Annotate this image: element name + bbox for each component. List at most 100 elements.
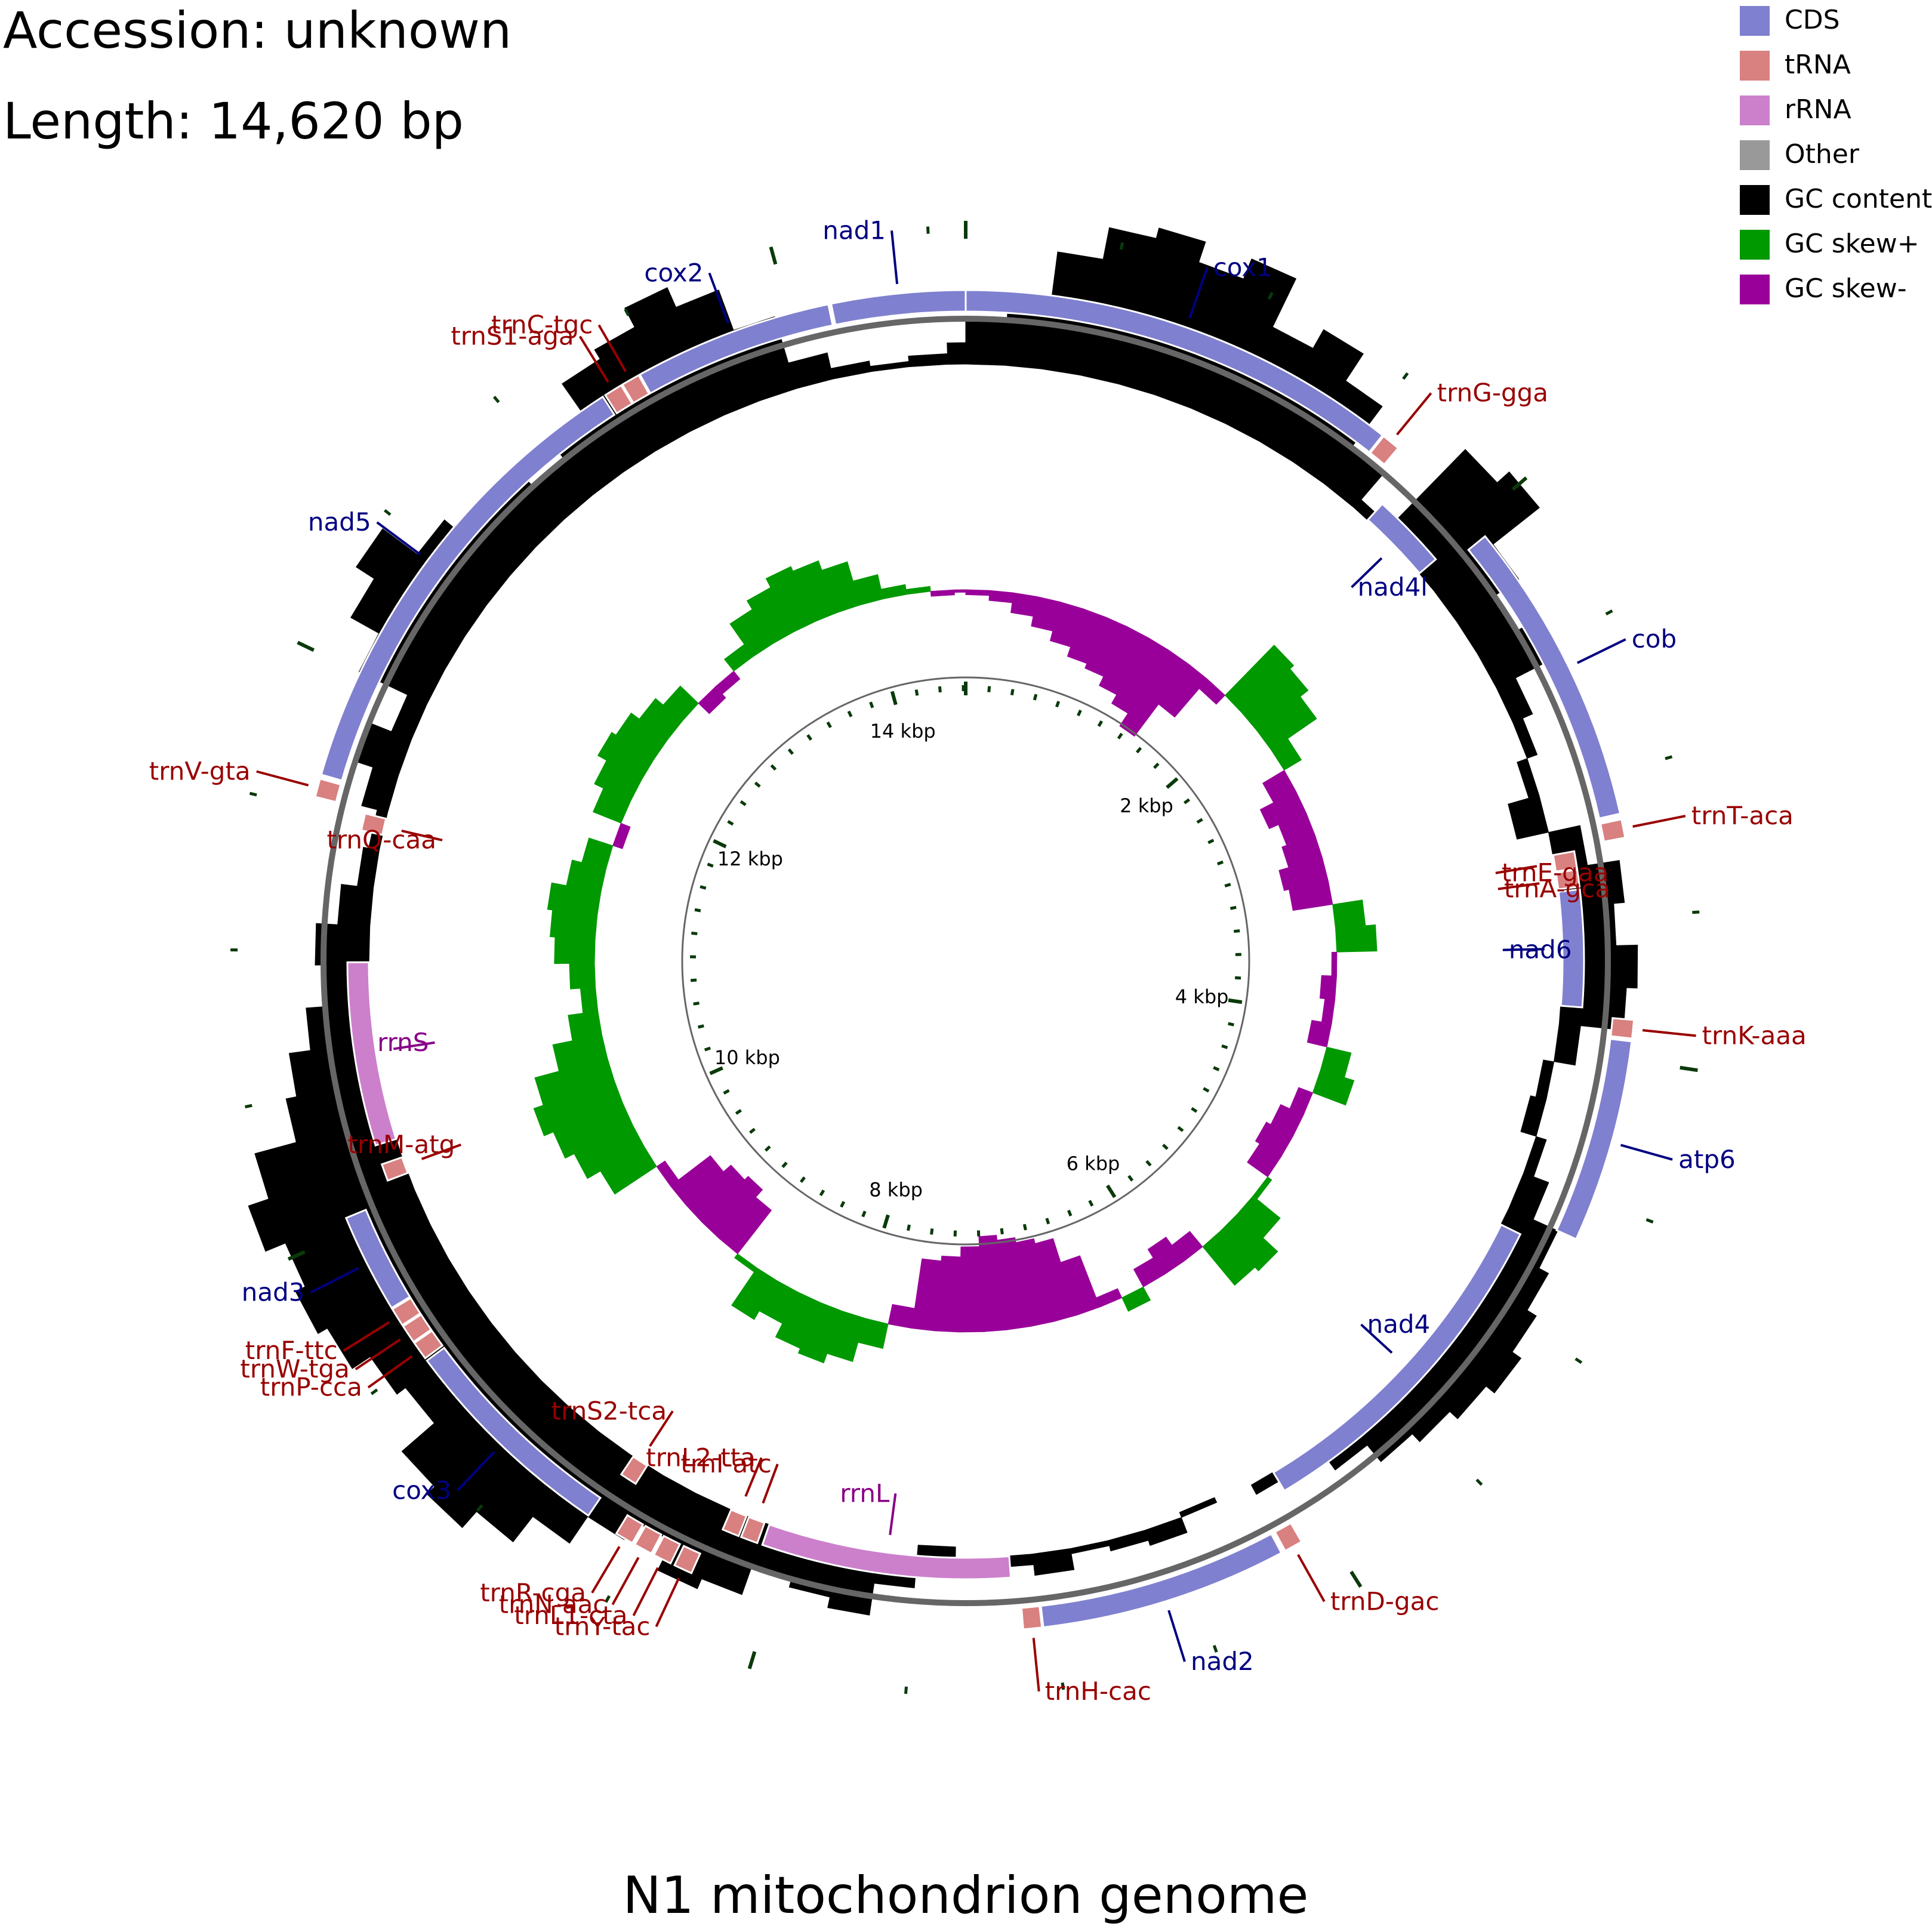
gc-skew-bar [1331, 951, 1338, 976]
gc-content-bar [1520, 1095, 1547, 1137]
scale-tick [840, 1201, 846, 1208]
feature-arc-cob [1467, 535, 1622, 819]
feature-arc-nad6 [1557, 888, 1585, 1009]
gc-skew-bar [615, 712, 668, 760]
feature-label-trnm-atg: trnM-atg [347, 1130, 455, 1159]
gc-skew-bar [612, 822, 631, 849]
leader-line-trny-tac [655, 1577, 680, 1628]
outer-tick [1475, 1478, 1483, 1486]
scale-tick [1055, 701, 1061, 708]
gc-skew-bar [663, 685, 699, 722]
feature-label-trnn-aac: trnN-aac [499, 1589, 607, 1619]
feature-label-trnh-cac: trnH-cac [1045, 1677, 1151, 1706]
outer-tick [1268, 291, 1274, 300]
outer-tick [1646, 1218, 1654, 1224]
gc-content-bar [426, 1380, 570, 1529]
gc-content-bar [337, 884, 374, 927]
scale-tick [1216, 860, 1224, 865]
leader-line-atp6 [1620, 1144, 1673, 1161]
feature-label-trnk-aaa: trnK-aaa [1702, 1021, 1807, 1050]
scale-tick [1153, 762, 1160, 769]
gc-content-bar [357, 846, 380, 889]
gc-skew-bar [911, 1258, 942, 1332]
gc-content-bar [947, 342, 966, 365]
gc-skew-bar [533, 1080, 624, 1136]
feature-arc-trnf-ttc [391, 1296, 422, 1327]
outer-tick [492, 396, 500, 403]
gc-content-bar [1190, 258, 1297, 424]
leader-line-trnk-aaa [1642, 1029, 1696, 1037]
gc-content-bar [1517, 758, 1540, 799]
scale-tick [1097, 720, 1104, 728]
feature-label-nad6: nad6 [1509, 935, 1572, 965]
outer-tick [297, 640, 315, 652]
outer-tick [249, 791, 257, 797]
gc-skew-bar [734, 1253, 757, 1272]
backbone-circle [321, 316, 1611, 1606]
gc-skew-bar [1202, 1230, 1256, 1286]
gc-skew-bar [715, 670, 741, 695]
feature-label-trns2-tca: trnS2-tca [551, 1396, 667, 1425]
feature-arc-trnm-atg [380, 1156, 409, 1182]
gc-skew-bar [534, 1058, 615, 1106]
scale-tick [1177, 1126, 1184, 1132]
leader-line-trna-gca [1497, 882, 1540, 890]
outer-tick [245, 1104, 252, 1109]
feature-arc-cox1 [965, 289, 1384, 454]
gc-skew-bar [880, 584, 907, 600]
scale-tick [1077, 709, 1082, 717]
gc-skew-bar [701, 1176, 763, 1239]
gc-skew-bar [821, 561, 861, 613]
scale-tick [826, 721, 832, 728]
scale-tick [693, 1002, 700, 1006]
feature-label-cox2: cox2 [644, 258, 703, 287]
scale-tick [799, 1176, 806, 1183]
feature-label-trny-tac: trnY-tac [554, 1611, 651, 1641]
legend-swatch-rrna [1740, 95, 1770, 125]
gc-skew-bar [1247, 1143, 1281, 1178]
feature-arc-nad3 [344, 1208, 411, 1309]
feature-arc-trne-gaa [1552, 850, 1579, 873]
gc-content-bar [1117, 227, 1206, 396]
scale-tick [882, 1214, 890, 1229]
leader-line-nad5 [376, 521, 421, 556]
feature-label-cox1: cox1 [1213, 252, 1272, 282]
scale-label: 10 kbp [714, 1046, 780, 1069]
outer-tick [1061, 1682, 1065, 1690]
gc-skew-bar [1198, 679, 1226, 705]
gc-skew-bar [888, 1304, 915, 1329]
gc-skew-bar [1256, 696, 1317, 751]
leader-line-trnl1-cta [632, 1567, 659, 1616]
scale-tick [1127, 1175, 1134, 1182]
leader-line-nad2 [1167, 1610, 1186, 1662]
scale-tick [906, 1224, 911, 1231]
gc-skew-bar [1259, 790, 1307, 830]
feature-label-rrnl: rrnL [840, 1478, 890, 1508]
gc-skew-bar [1332, 899, 1366, 929]
feature-label-nad4: nad4 [1367, 1309, 1430, 1339]
gc-skew-bar [793, 560, 838, 622]
outer-tick [1511, 476, 1528, 491]
gc-skew-bar [656, 1160, 679, 1187]
gc-skew-bar [1319, 975, 1338, 1000]
outer-tick [1680, 1065, 1698, 1073]
scale-tick [694, 908, 701, 913]
gc-skew-bar [1307, 1019, 1332, 1047]
scale-tick [890, 691, 898, 705]
feature-label-nad5: nad5 [308, 507, 371, 537]
feature-arc-trna-gca [1555, 868, 1581, 890]
scale-tick [1022, 1224, 1027, 1231]
scale-tick [1010, 689, 1015, 696]
scale-circle [681, 676, 1250, 1246]
scale-label: 12 kbp [717, 848, 783, 870]
gc-skew-bar [1096, 1288, 1123, 1308]
gc-skew-bar [1158, 664, 1208, 718]
leader-line-trnv-gta [256, 770, 309, 787]
gc-skew-bar [1119, 650, 1190, 737]
legend-label-gc-skew-: GC skew- [1785, 273, 1907, 304]
feature-label-trni-atc: trnI-atc [680, 1449, 771, 1478]
leader-line-trnt-aca [1632, 815, 1686, 828]
feature-label-rrns: rrnS [377, 1028, 429, 1057]
